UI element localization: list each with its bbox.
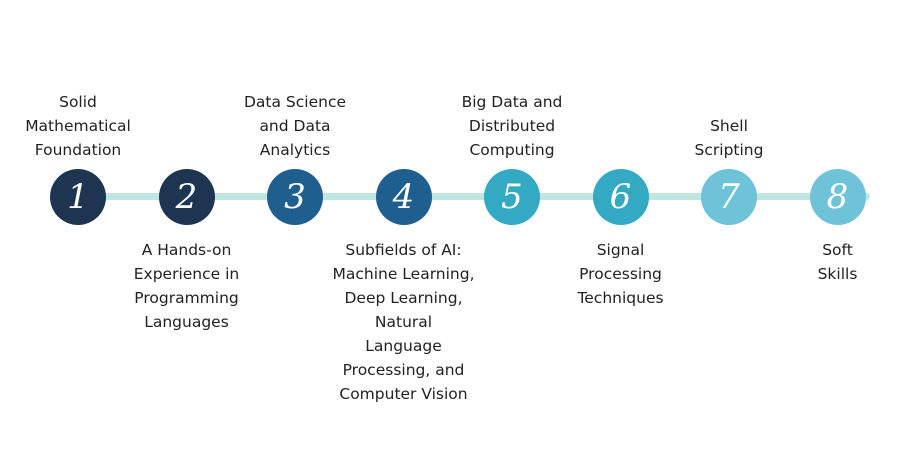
step-circle-1: 1 — [50, 169, 106, 225]
step-circle-4: 4 — [375, 169, 432, 225]
step-label-6: Signal Processing Techniques — [577, 241, 664, 307]
step-label-8: Soft Skills — [817, 241, 858, 283]
step-label-7: Shell Scripting — [694, 117, 764, 159]
step-label-1: Solid Mathematical Foundation — [25, 93, 131, 159]
step-circle-7: 7 — [701, 169, 757, 225]
step-label-4: Subfields of AI: Machine Learning, Deep … — [332, 241, 475, 403]
step-circle-3: 3 — [267, 169, 323, 225]
step-circle-6: 6 — [592, 169, 649, 225]
step-label-5: Big Data and Distributed Computing — [461, 93, 563, 159]
step-circle-8: 8 — [809, 169, 866, 225]
step-circle-2: 2 — [158, 169, 215, 225]
step-label-3: Data Science and Data Analytics — [243, 93, 347, 159]
step-label-2: A Hands-on Experience in Programming Lan… — [133, 241, 240, 331]
timeline-connector-line — [60, 193, 870, 200]
step-circle-5: 5 — [484, 169, 540, 225]
